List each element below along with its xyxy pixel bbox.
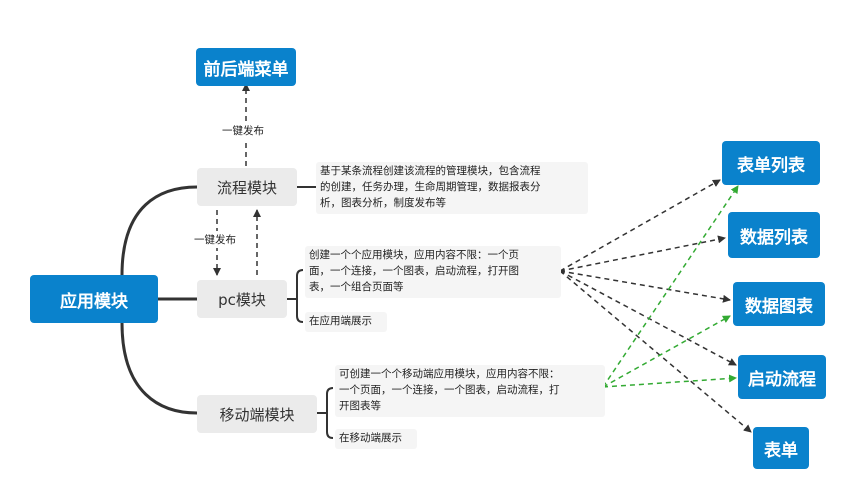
pc-module-node[interactable]: pc模块 [197, 280, 287, 318]
mobile-show-note: 在移动端展示 [335, 429, 417, 449]
root-to-mobile-link [120, 322, 198, 415]
target-form-list[interactable]: 表单列表 [722, 141, 820, 185]
menu-node[interactable]: 前后端菜单 [196, 48, 296, 86]
pc-to-form-list-arrow [559, 179, 721, 272]
pc-bracket [287, 269, 304, 323]
mobile-bracket [317, 387, 334, 439]
target-data-list[interactable]: 数据列表 [728, 212, 820, 258]
publish-pc-label: 一键发布 [192, 231, 238, 248]
mobile-to-form-list-arrow [602, 185, 739, 388]
pc-to-start-flow-arrow [559, 270, 737, 366]
root-node[interactable]: 应用模块 [30, 275, 158, 323]
flow-description-note: 基于某条流程创建该流程的管理模块，包含流程 的创建，任务办理，生命周期管理，数据… [316, 162, 588, 214]
mobile-create-note: 可创建一个个移动端应用模块，应用内容不限： 一个页面，一个连接，一个图表，启动流… [335, 365, 605, 417]
target-form[interactable]: 表单 [753, 427, 809, 469]
target-start-flow[interactable]: 启动流程 [738, 355, 826, 399]
target-data-chart[interactable]: 数据图表 [733, 282, 825, 326]
pc-to-form-arrow [559, 270, 752, 433]
mobile-to-data-chart-arrow [602, 315, 731, 388]
pc-to-data-chart-arrow [559, 270, 731, 303]
flow-module-node[interactable]: 流程模块 [197, 168, 297, 206]
mobile-module-node[interactable]: 移动端模块 [197, 395, 317, 433]
pc-show-note: 在应用端展示 [305, 312, 387, 332]
pc-to-data-list-arrow [559, 235, 726, 272]
publish-menu-label: 一键发布 [220, 122, 266, 139]
pc-create-note: 创建一个个应用模块，应用内容不限：一个页 面，一个连接，一个图表，启动流程，打开… [305, 246, 561, 298]
root-to-flow-link [120, 185, 198, 276]
mobile-to-start-flow-arrow [602, 374, 737, 388]
